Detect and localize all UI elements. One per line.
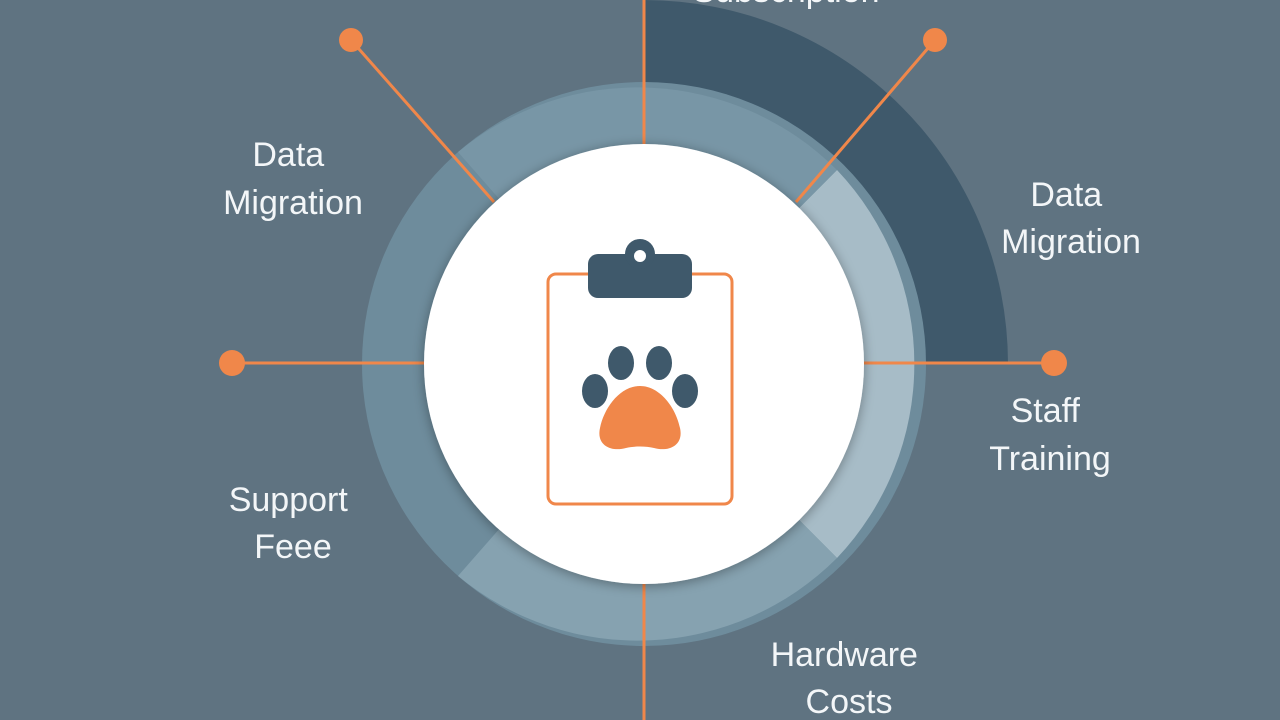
connector-top-left	[349, 39, 496, 203]
paw-pad	[599, 386, 681, 450]
connector-right-dot	[1041, 350, 1067, 376]
clipboard-clip-hole	[634, 250, 646, 262]
paw-toe	[608, 346, 634, 380]
label-subscription: Subscription	[692, 0, 879, 10]
clipboard-clip	[588, 254, 692, 298]
paw-toe	[582, 374, 608, 408]
center-circle	[424, 144, 864, 584]
connectors	[219, 0, 1067, 720]
label-data-migration-right: Data Migration	[1001, 176, 1141, 261]
label-support-fees: Support Feee	[229, 481, 358, 566]
paw-toe	[646, 346, 672, 380]
connector-top-right	[794, 39, 937, 203]
connector-left-dot	[219, 350, 245, 376]
label-data-migration-left: Data Migration	[223, 136, 363, 222]
connector-top-right-dot	[923, 28, 947, 52]
connector-top-left-dot	[339, 28, 363, 52]
label-staff-training: Staff Training	[989, 392, 1111, 478]
paw-icon	[582, 346, 698, 450]
label-hardware-costs: Hardware Costs	[771, 636, 928, 720]
paw-toe	[672, 374, 698, 408]
segment-labels: Subscription Data Migration Data Migrati…	[223, 0, 1141, 720]
clipboard-paw-icon	[546, 239, 734, 506]
